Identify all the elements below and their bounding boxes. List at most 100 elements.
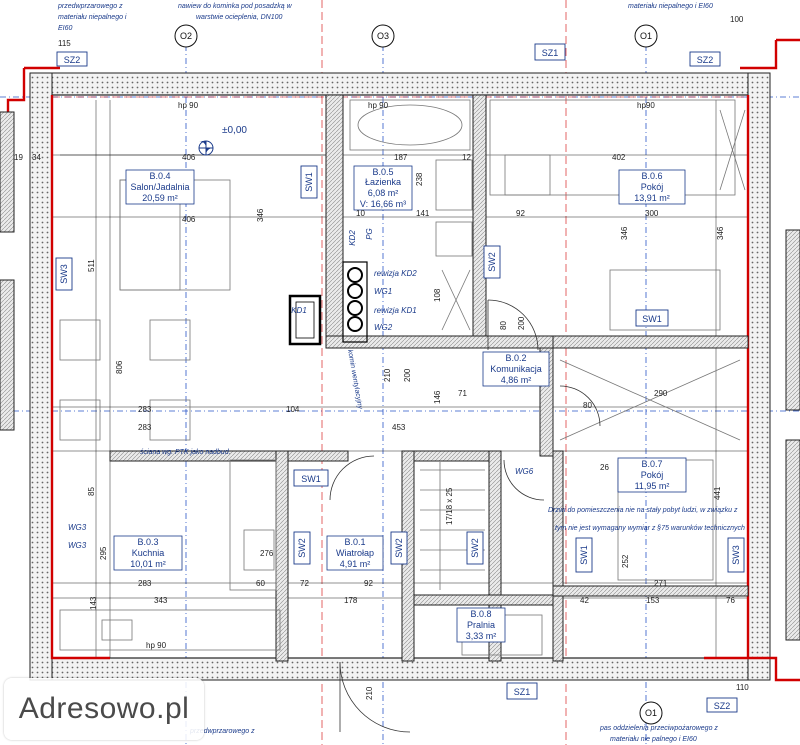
dim-200a: 200 bbox=[403, 368, 412, 382]
tag-sw2-bath: SW2 bbox=[487, 252, 497, 272]
room-id-wiatrolap: B.0.1 bbox=[344, 537, 365, 547]
dim-441: 441 bbox=[713, 486, 722, 500]
dim-200b: 200 bbox=[517, 316, 526, 330]
dim-10: 10 bbox=[356, 209, 365, 218]
inst-rewizja-kd1: rewizja KD1 bbox=[374, 306, 417, 315]
tag-sw1-bath: SW1 bbox=[304, 172, 314, 192]
inst-wg2: WG2 bbox=[374, 323, 393, 332]
tag-sw3-right: SW3 bbox=[731, 545, 741, 565]
room-id-pralnia: B.0.8 bbox=[470, 609, 491, 619]
grid-marker-o1-top: O1 bbox=[640, 31, 652, 41]
room-area-pralnia: 3,33 m² bbox=[466, 631, 497, 641]
fire-separation-line bbox=[0, 38, 800, 682]
dim-402: 402 bbox=[612, 153, 626, 162]
exterior-walls bbox=[29, 72, 771, 681]
room-boxes bbox=[113, 165, 687, 643]
top-note-fire-left-3: EI60 bbox=[58, 25, 73, 32]
hp90-a: hp 90 bbox=[178, 101, 199, 110]
top-note-chimney-2: warstwie ocieplenia, DN100 bbox=[196, 14, 282, 21]
dim-153: 153 bbox=[646, 596, 660, 605]
top-note-fire-left-2: materiału niepalnego i bbox=[58, 14, 127, 21]
room-name-pralnia: Pralnia bbox=[467, 620, 495, 630]
dim-60: 60 bbox=[256, 579, 265, 588]
grid-marker-o3: O3 bbox=[377, 31, 389, 41]
room-name-komunikacja: Komunikacja bbox=[490, 364, 542, 374]
room-area-lazienka: 6,08 m² bbox=[368, 188, 399, 198]
dim-108: 108 bbox=[433, 288, 442, 302]
room-id-lazienka: B.0.5 bbox=[372, 167, 393, 177]
inst-wg3: WG3 bbox=[68, 523, 87, 532]
dim-271: 271 bbox=[654, 579, 668, 588]
dim-346b: 346 bbox=[620, 226, 629, 240]
dim-92b: 92 bbox=[364, 579, 373, 588]
red-center-lines bbox=[40, 0, 760, 745]
room-name-kuchnia: Kuchnia bbox=[132, 548, 165, 558]
dim-346c: 346 bbox=[716, 226, 725, 240]
bottom-note-fire-left: przedwprzarowego z bbox=[189, 728, 255, 735]
tag-kd1: KD1 bbox=[291, 306, 307, 315]
dim-346a: 346 bbox=[256, 208, 265, 222]
dim-80b: 80 bbox=[583, 401, 592, 410]
tag-sz2-bottom-right: SZ2 bbox=[714, 701, 731, 711]
room-name-wiatrolap: Wiatrołap bbox=[336, 548, 374, 558]
door-note-1: Drzwi do pomieszczenia nie na stały poby… bbox=[548, 507, 738, 514]
dim-210a: 210 bbox=[383, 368, 392, 382]
dim-187: 187 bbox=[394, 153, 408, 162]
dim-76: 76 bbox=[726, 596, 735, 605]
chimney-block bbox=[288, 261, 368, 346]
dim-453: 453 bbox=[392, 423, 406, 432]
hp90-c: hp90 bbox=[637, 101, 655, 110]
tag-sw1-vestibule: SW1 bbox=[301, 474, 321, 484]
grid-marker-o2: O2 bbox=[180, 31, 192, 41]
tag-sw2-kitchen: SW2 bbox=[297, 538, 307, 558]
dim-19: 19 bbox=[14, 153, 23, 162]
dim-283b: 283 bbox=[138, 423, 152, 432]
dim-110: 110 bbox=[736, 683, 749, 692]
stairs-label: 17/18 x 25 bbox=[445, 487, 454, 525]
room-area-pokoj-2: 11,95 m² bbox=[635, 481, 670, 491]
room-name-pokoj-2: Pokój bbox=[641, 470, 664, 480]
interior-walls bbox=[0, 94, 800, 662]
room-area-wiatrolap: 4,91 m² bbox=[340, 559, 371, 569]
tag-boxes bbox=[55, 43, 745, 713]
level-mark-symbol bbox=[198, 140, 214, 156]
room-volume-lazienka: V: 16,66 m³ bbox=[360, 199, 406, 209]
vent-note: komin wentylacyjny bbox=[346, 349, 363, 410]
room-id-pokoj-1: B.0.6 bbox=[641, 171, 662, 181]
dim-42: 42 bbox=[580, 596, 589, 605]
dim-300: 300 bbox=[645, 209, 659, 218]
dim-100: 100 bbox=[730, 15, 744, 24]
grid-marker-o1-bottom: O1 bbox=[645, 708, 657, 718]
dim-210b: 210 bbox=[365, 686, 374, 700]
dim-71: 71 bbox=[458, 389, 467, 398]
room-area-pokoj-1: 13,91 m² bbox=[634, 193, 670, 203]
dim-343: 343 bbox=[154, 596, 168, 605]
dim-406b: 406 bbox=[182, 215, 196, 224]
room-id-kuchnia: B.0.3 bbox=[137, 537, 158, 547]
room-id-pokoj-2: B.0.7 bbox=[641, 459, 662, 469]
dim-178: 178 bbox=[344, 596, 358, 605]
dim-141: 141 bbox=[416, 209, 430, 218]
watermark-logo: Adresowo.pl bbox=[4, 678, 204, 740]
dim-146: 146 bbox=[433, 390, 442, 404]
dim-72: 72 bbox=[300, 579, 309, 588]
dim-92a: 92 bbox=[516, 209, 525, 218]
room-area-kuchnia: 10,01 m² bbox=[130, 559, 166, 569]
dim-238: 238 bbox=[415, 172, 424, 186]
room-id-komunikacja: B.0.2 bbox=[505, 353, 526, 363]
top-note-fire-left-1: przedwprzarowego z bbox=[57, 3, 123, 10]
dim-290: 290 bbox=[654, 389, 668, 398]
level-mark: ±0,00 bbox=[222, 125, 247, 136]
dim-85: 85 bbox=[87, 487, 96, 496]
dim-252: 252 bbox=[621, 554, 630, 568]
tag-kd2: KD2 bbox=[348, 230, 357, 246]
inst-wg3b: WG3 bbox=[68, 541, 87, 550]
dim-295: 295 bbox=[99, 546, 108, 560]
tag-sw2-stairs: SW2 bbox=[470, 538, 480, 558]
dim-511: 511 bbox=[87, 259, 96, 272]
tag-sz2-top-left: SZ2 bbox=[64, 55, 81, 65]
tag-sz2-top-right: SZ2 bbox=[697, 55, 714, 65]
chimney-wall-note: ściana wg. PTK jako nadbud. bbox=[140, 449, 231, 456]
room-area-komunikacja: 4,86 m² bbox=[501, 375, 532, 385]
dim-283a: 283 bbox=[138, 405, 152, 414]
